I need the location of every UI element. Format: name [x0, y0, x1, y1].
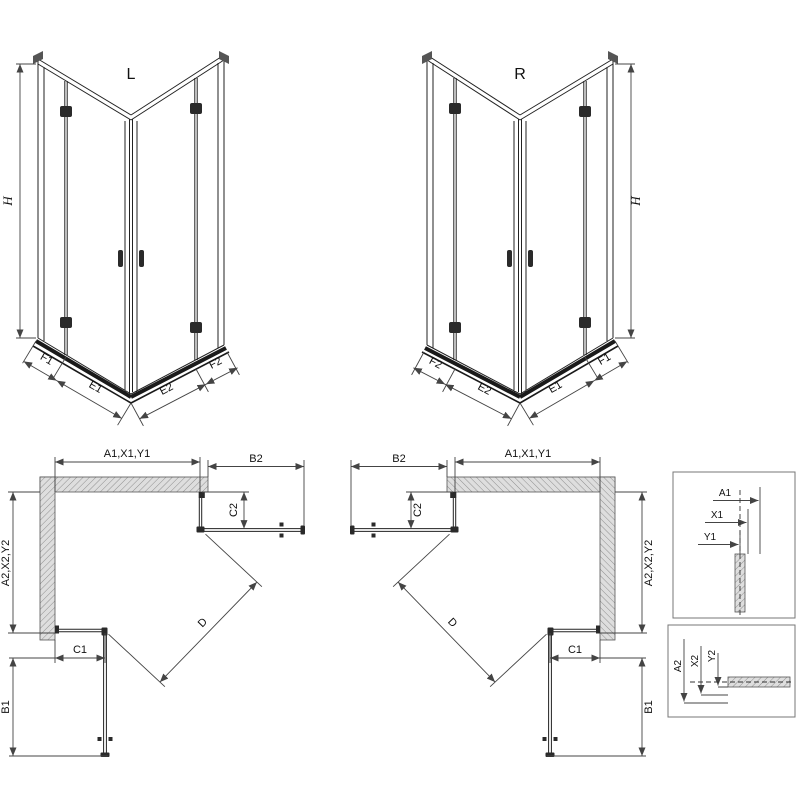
dim-label-e2: E2	[158, 381, 176, 398]
iso-view-left: L H F1 E1 E2 F2	[0, 51, 239, 426]
dim-label-a1x1y1-left: A1,X1,Y1	[104, 448, 150, 460]
detail-dim-label-x1: X1	[711, 510, 724, 521]
dim-label-b1-right: B1	[643, 700, 655, 713]
dim-label-f2: F2	[207, 355, 224, 372]
dim-label-h-left: H	[0, 196, 15, 207]
dim-label-h-right: H	[628, 196, 643, 207]
dim-label-f1-right: F1	[596, 351, 613, 368]
detail-bottom-border	[667, 624, 796, 718]
dim-label-c1-right: C1	[568, 644, 582, 656]
iso-structure-left-drawing	[16, 51, 239, 426]
dim-label-e1: E1	[87, 379, 105, 396]
iso-left-label: L	[127, 66, 136, 83]
dim-label-d-right: D	[445, 616, 459, 630]
dim-label-f2-right: F2	[427, 355, 444, 372]
detail-dim-label-a2: A2	[673, 659, 684, 672]
detail-dim-label-y1: Y1	[704, 532, 717, 543]
plan-structure-left-drawing	[8, 457, 305, 757]
dim-label-c2-right: C2	[412, 503, 424, 517]
dim-label-a2x2y2-left: A2,X2,Y2	[0, 540, 12, 586]
iso-view-right: R H F2 E2 E1 F1	[412, 51, 643, 426]
dim-label-e2-right: E2	[476, 381, 494, 398]
dim-label-b1-left: B1	[0, 700, 12, 713]
detail-box-top: A1 X1 Y1	[672, 471, 796, 619]
detail-dim-label-y2: Y2	[707, 649, 718, 662]
dim-label-a2x2y2-right: A2,X2,Y2	[643, 540, 655, 586]
dim-label-d-left: D	[196, 616, 210, 630]
plan-view-left: A1,X1,Y1 B2 C2 A2,X2,Y2 C1 B1 D	[0, 448, 305, 757]
dim-label-a1x1y1-right: A1,X1,Y1	[505, 448, 551, 460]
dim-label-c2-left: C2	[228, 503, 240, 517]
detail-dim-label-a1: A1	[719, 488, 732, 499]
dim-label-e1-right: E1	[547, 379, 565, 396]
dim-label-f1: F1	[38, 351, 55, 368]
detail-dim-label-x2: X2	[690, 654, 701, 667]
dim-label-b2-right: B2	[392, 453, 405, 465]
dim-label-b2-left: B2	[249, 453, 262, 465]
iso-right-label: R	[514, 66, 526, 83]
plan-view-right: A1,X1,Y1 B2 C2 A2,X2,Y2 C1 B1 D	[350, 448, 655, 757]
detail-top-border	[672, 471, 796, 619]
iso-structure-right-drawing	[412, 51, 635, 426]
plan-structure-right-drawing	[350, 457, 647, 757]
detail-box-bottom: A2 X2 Y2	[667, 624, 796, 718]
dim-label-c1-left: C1	[73, 644, 87, 656]
